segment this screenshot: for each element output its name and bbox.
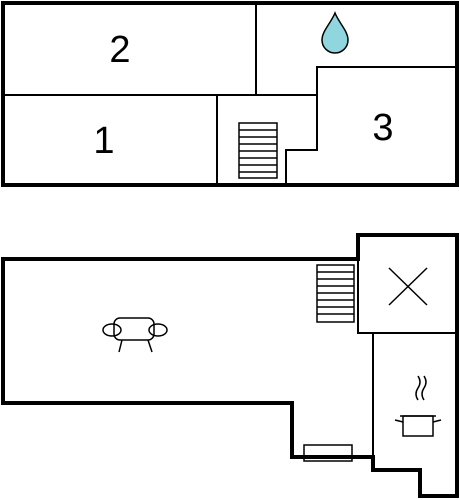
stairs-icon	[316, 264, 355, 323]
wall-room3	[285, 66, 457, 185]
upper-floor: 2 1 3	[1, 1, 459, 187]
lower-floor	[1, 233, 459, 498]
stairs-icon	[238, 122, 278, 179]
room-1-label: 1	[93, 120, 114, 162]
x-mark-icon	[388, 267, 428, 306]
radiator-icon	[303, 444, 353, 462]
cooking-pot-icon	[394, 375, 442, 437]
sofa-icon	[102, 317, 168, 353]
wall-utility-box	[357, 259, 457, 334]
water-drop-icon	[321, 10, 349, 54]
room-2-label: 2	[109, 29, 130, 71]
lower-floor-outline	[1, 233, 459, 498]
room-3-label: 3	[372, 107, 393, 149]
